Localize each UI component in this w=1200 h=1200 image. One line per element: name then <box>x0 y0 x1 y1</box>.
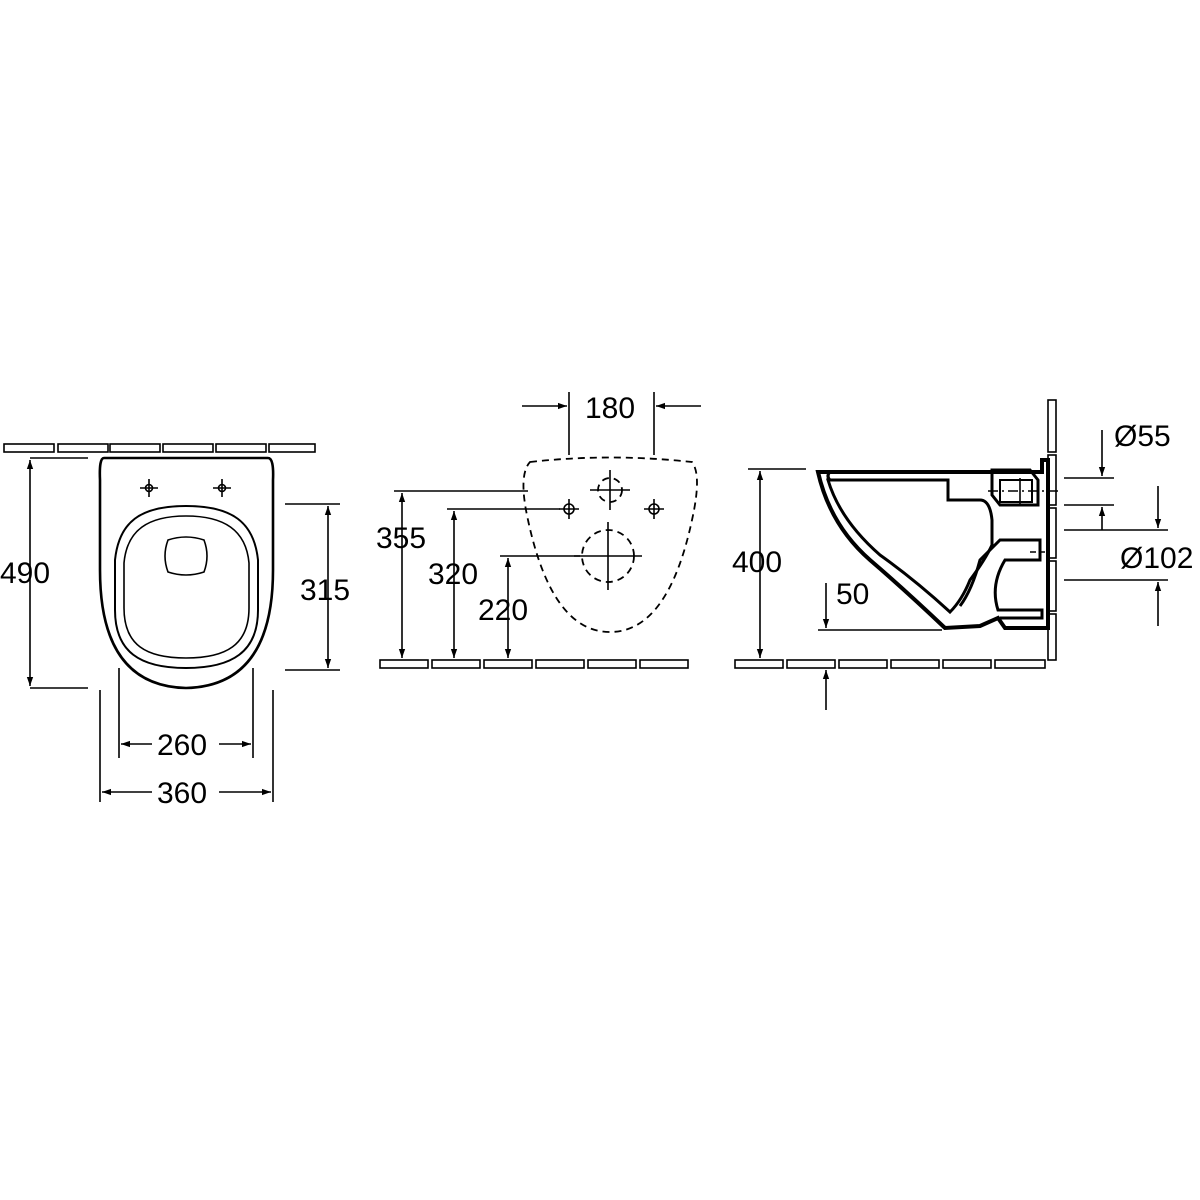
side-view: 400 50 Ø55 Ø102 <box>732 399 1193 710</box>
dim-diameter-102: Ø102 <box>1120 542 1193 575</box>
dim-260: 260 <box>157 729 207 762</box>
outlet-cross <box>574 522 642 590</box>
floor-hatch-side <box>734 659 1046 669</box>
floor-hatch-front <box>379 659 689 669</box>
dim-diameter-55: Ø55 <box>1114 420 1171 453</box>
wall-hatch-top <box>3 443 316 453</box>
dim-315: 315 <box>300 574 350 607</box>
dim-360: 360 <box>157 777 207 810</box>
dim-400: 400 <box>732 546 782 579</box>
dim-220: 220 <box>478 594 528 627</box>
seat-fixing-right <box>213 479 231 497</box>
seat-inner <box>123 515 250 659</box>
dim-355: 355 <box>376 522 426 555</box>
top-view: 490 315 260 360 <box>0 443 350 810</box>
inlet-centerline <box>988 478 1060 505</box>
bowl-profile-outer <box>815 458 1050 631</box>
front-view: 180 355 320 220 <box>376 392 701 669</box>
trap-channel <box>958 538 1044 620</box>
rim-section <box>826 468 1040 507</box>
flush-hole <box>164 536 208 576</box>
seat-fixing-left <box>140 479 158 497</box>
seat-opening <box>114 504 259 670</box>
bowl-outline-top <box>98 456 275 690</box>
fixing-hole-left <box>559 499 579 519</box>
dim-50: 50 <box>836 578 869 611</box>
bowl-profile-inner <box>825 478 994 615</box>
dim-490: 490 <box>0 557 50 590</box>
bowl-back-outline <box>522 456 698 633</box>
dim-180: 180 <box>585 392 635 425</box>
dim-320: 320 <box>428 558 478 591</box>
inlet-cross <box>590 470 630 510</box>
fixing-hole-right <box>644 499 664 519</box>
